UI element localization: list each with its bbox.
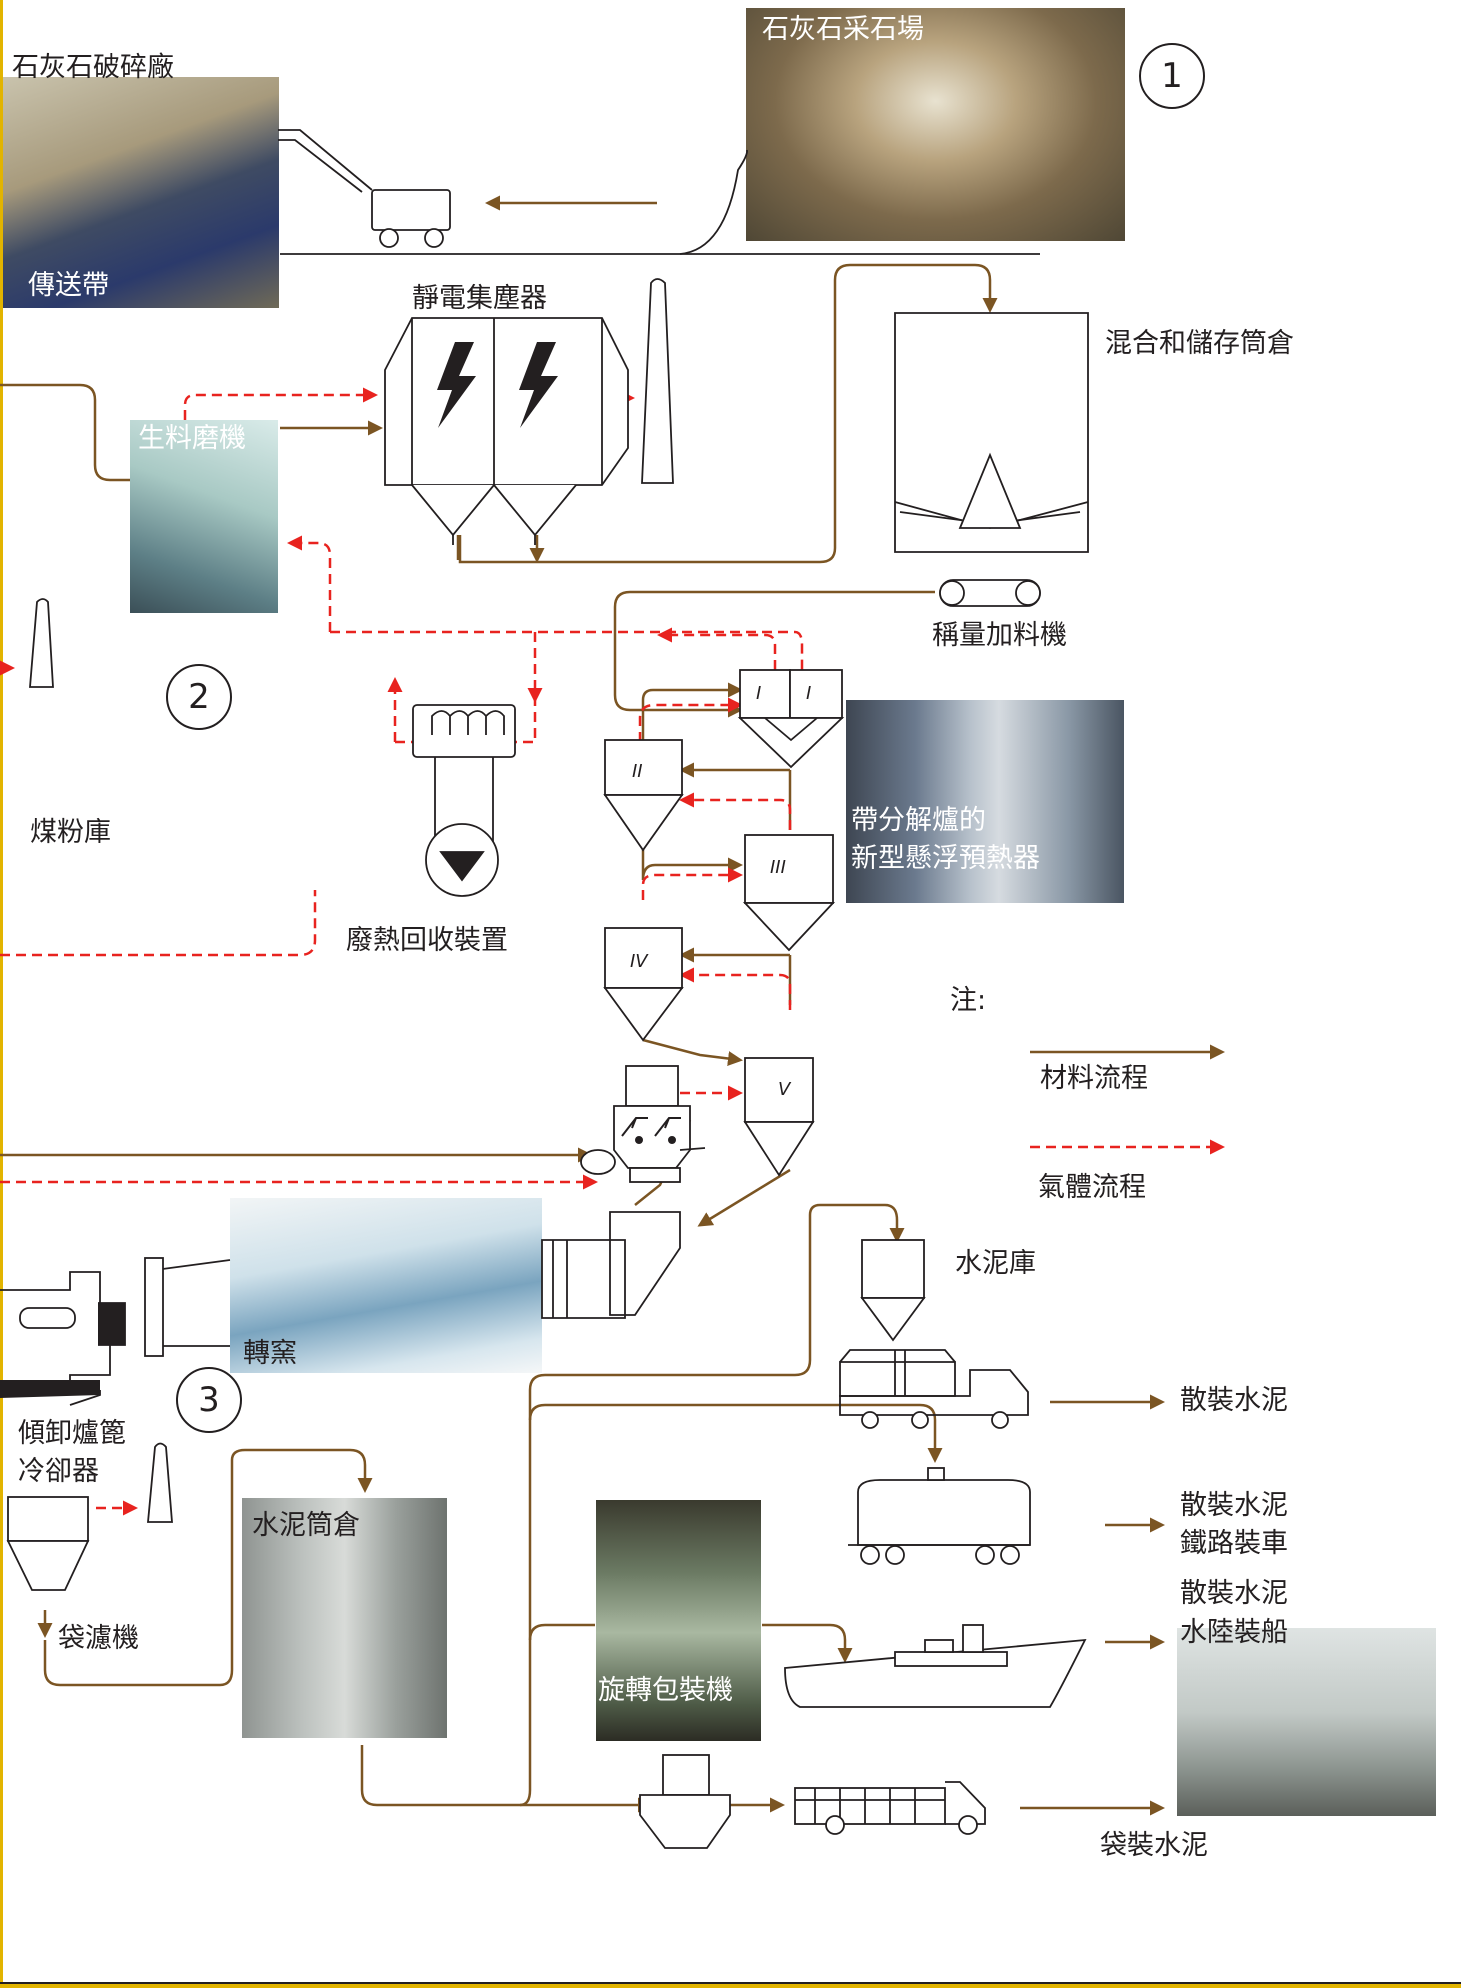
packer-photo xyxy=(596,1500,761,1741)
legend-note: 注: xyxy=(950,985,987,1016)
frame-left-edge xyxy=(0,0,3,1988)
raw-mill-label: 生料磨機 xyxy=(138,423,246,454)
frame-bottom-line xyxy=(0,1982,1461,1984)
step-2-circle: 2 xyxy=(166,664,232,730)
cyclone-1b-label: I xyxy=(806,683,812,704)
waste-heat-label: 廢熱回收裝置 xyxy=(346,925,508,956)
kiln-label: 轉窯 xyxy=(243,1338,297,1369)
preheater-photo xyxy=(846,700,1124,903)
esp-label: 靜電集塵器 xyxy=(412,283,547,314)
blending-silo-label: 混合和儲存筒倉 xyxy=(1105,328,1294,359)
bulk-ship-label-line2: 水陸裝船 xyxy=(1180,1617,1288,1648)
raw-mill-photo xyxy=(130,420,278,613)
bulk-rail-label-line2: 鐵路裝車 xyxy=(1180,1528,1288,1559)
fan-icon xyxy=(621,1117,681,1144)
bulk-rail-label-line1: 散裝水泥 xyxy=(1180,1490,1288,1521)
cyclone-4-label: IV xyxy=(630,951,648,972)
bulk-cement-label: 散裝水泥 xyxy=(1180,1385,1288,1416)
limestone-crusher-label: 石灰石破碎廠 xyxy=(12,52,174,83)
cooler-label-line1: 傾卸爐篦 xyxy=(18,1418,126,1449)
preheater-label-line1: 帶分解爐的 xyxy=(851,805,986,836)
truck-yard-photo xyxy=(1177,1628,1436,1816)
step-3-circle: 3 xyxy=(176,1367,242,1433)
bagged-cement-label: 袋裝水泥 xyxy=(1100,1830,1208,1861)
cement-silo-photo xyxy=(242,1498,447,1738)
cement-silo-label: 水泥筒倉 xyxy=(252,1510,360,1541)
equipment-outlines xyxy=(0,129,1089,1849)
bulk-ship-label-line1: 散裝水泥 xyxy=(1180,1578,1288,1609)
bag-filter-label: 袋濾機 xyxy=(58,1623,139,1654)
step-1-circle: 1 xyxy=(1139,43,1205,109)
lightning-bolt-icon xyxy=(437,342,558,428)
rotary-packer-label: 旋轉包裝機 xyxy=(598,1675,733,1706)
cyclone-1a-label: I xyxy=(756,683,762,704)
legend-material-flow: 材料流程 xyxy=(1040,1063,1148,1094)
quarry-label: 石灰石采石場 xyxy=(762,14,924,45)
weigh-feeder-label: 稱量加料機 xyxy=(932,620,1067,651)
frame-bottom-edge xyxy=(0,1984,1461,1988)
conveyor-label: 傳送帶 xyxy=(28,270,109,301)
crusher-photo xyxy=(3,77,279,308)
cement-store-label: 水泥庫 xyxy=(955,1248,1036,1279)
cooler-label-line2: 冷卻器 xyxy=(18,1456,99,1487)
quarry-photo xyxy=(746,8,1125,241)
kiln-photo xyxy=(230,1198,542,1373)
cyclone-3-label: III xyxy=(770,857,786,878)
preheater-label-line2: 新型懸浮預熱器 xyxy=(851,843,1040,874)
gas-flow-lines xyxy=(0,387,1225,1516)
coal-store-label: 煤粉庫 xyxy=(30,817,111,848)
cyclone-2-label: II xyxy=(632,761,643,782)
cyclone-5-label: V xyxy=(778,1079,791,1100)
legend-gas-flow: 氣體流程 xyxy=(1038,1172,1146,1203)
material-flow-lines xyxy=(0,195,1225,1816)
